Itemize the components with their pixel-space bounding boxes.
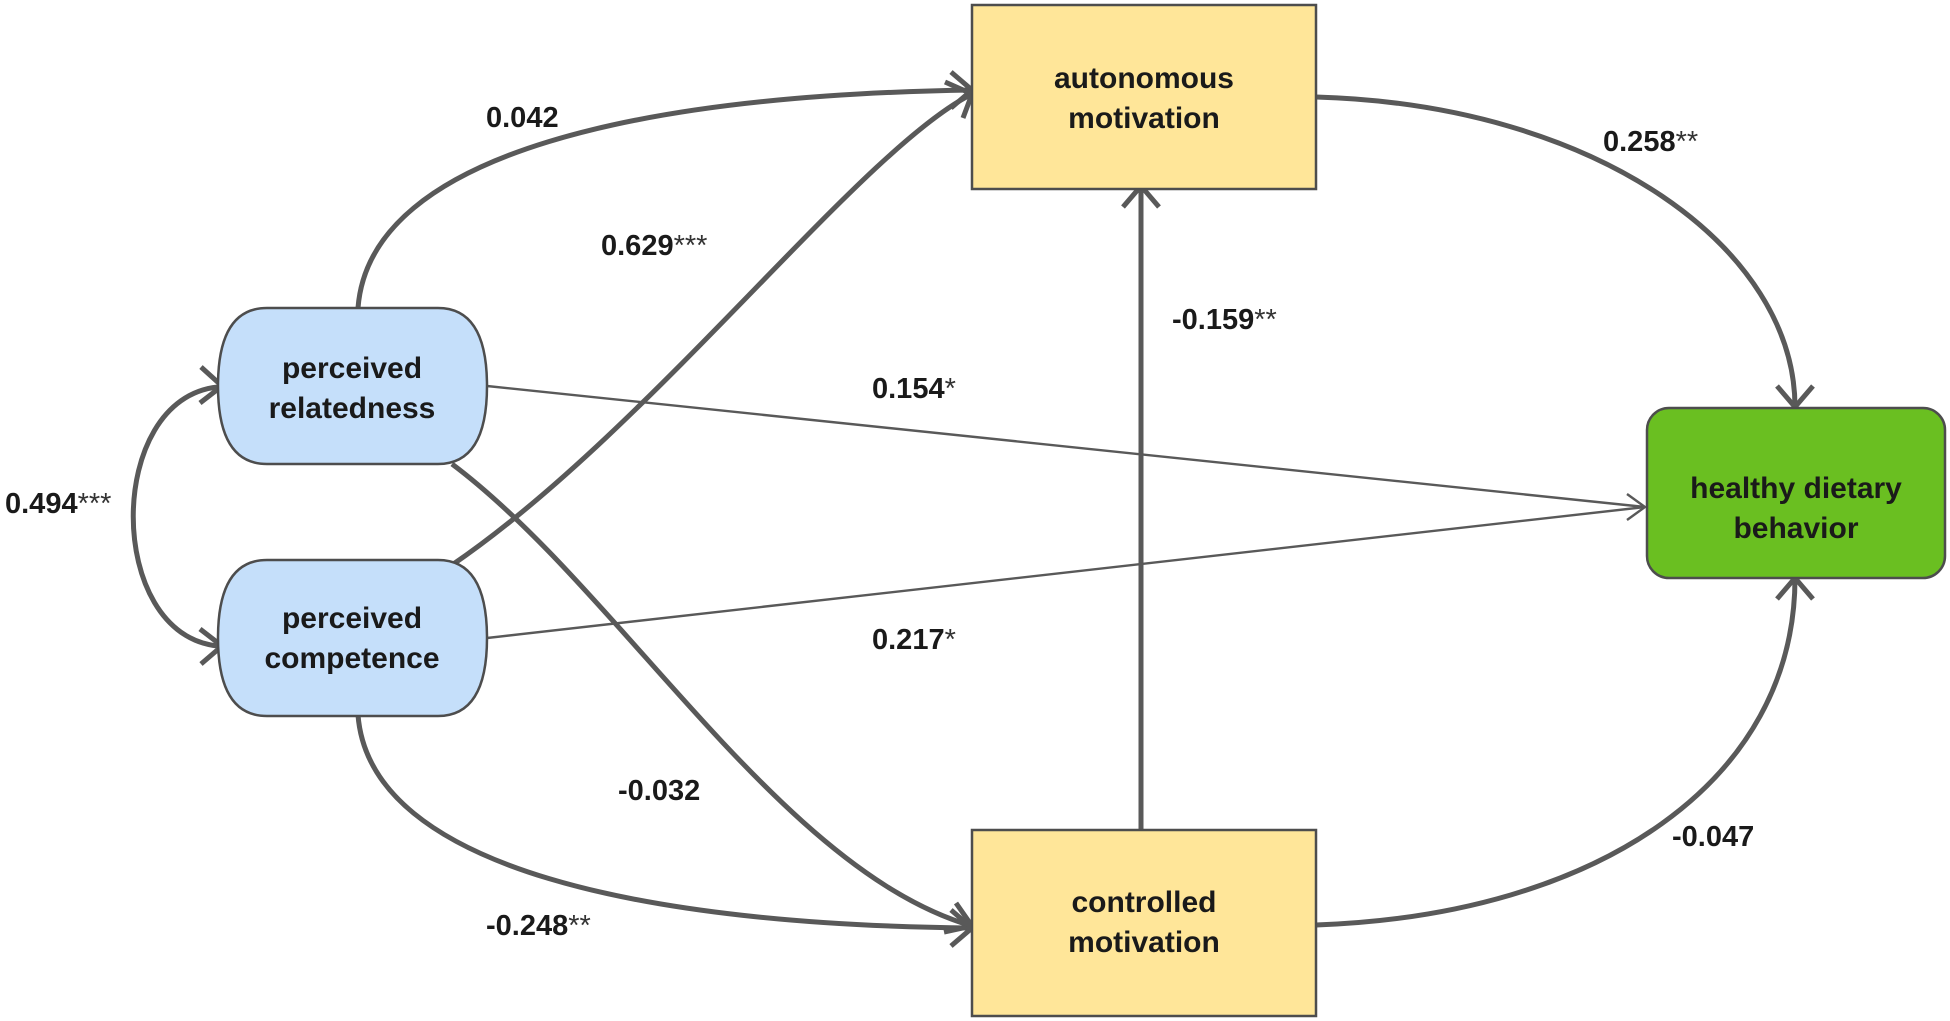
node-autonomous-motivation: autonomous motivation (970, 3, 1318, 191)
node-shape-autonomous-motivation (970, 3, 1318, 191)
path-controlled-to-healthy (1315, 577, 1798, 928)
coef-sig: ** (1254, 304, 1277, 336)
path-competence-to-autonomous (450, 91, 974, 568)
path-relatedness-to-autonomous (355, 87, 973, 309)
coef-sig: ** (568, 910, 591, 942)
covariance-arc (130, 384, 219, 649)
coef-sig: * (945, 373, 956, 405)
coef-competence-to-autonomous: 0.629*** (601, 230, 707, 262)
node-label-line1: perceived (282, 602, 422, 635)
node-healthy-dietary-behavior: healthy dietary behavior (1645, 406, 1947, 580)
coef-value: 0.154 (872, 373, 945, 405)
coef-relatedness-competence-covariance: 0.494*** (5, 488, 111, 520)
node-shape-perceived-relatedness (216, 306, 489, 466)
node-shape-controlled-motivation (970, 828, 1318, 1018)
coef-value: 0.258 (1603, 126, 1676, 158)
node-label-line2: behavior (1733, 512, 1858, 545)
node-perceived-relatedness: perceived relatedness (216, 306, 489, 466)
coef-controlled-to-autonomous: -0.159** (1172, 304, 1277, 336)
path-coefficients: 0.494*** 0.042 0.629*** -0.159** 0.154* … (5, 102, 1754, 942)
coef-value: 0.042 (486, 102, 559, 134)
coef-value: -0.047 (1672, 821, 1754, 853)
coef-sig: ** (1676, 126, 1699, 158)
coef-value: -0.159 (1172, 304, 1254, 336)
path-relatedness-to-controlled (450, 462, 973, 929)
coef-controlled-to-healthy: -0.047 (1672, 821, 1754, 853)
path-autonomous-to-healthy (1315, 94, 1798, 408)
coef-value: 0.494 (5, 488, 78, 520)
node-controlled-motivation: controlled motivation (970, 828, 1318, 1018)
node-label-line2: motivation (1068, 926, 1220, 959)
coef-sig: *** (674, 230, 708, 262)
coef-relatedness-to-autonomous: 0.042 (486, 102, 559, 134)
coef-value: -0.248 (486, 910, 568, 942)
path-relatedness-to-healthy (486, 384, 1646, 509)
coef-value: -0.032 (618, 775, 700, 807)
coef-value: 0.217 (872, 624, 945, 656)
coef-relatedness-to-controlled: -0.032 (618, 775, 700, 807)
node-label-line2: motivation (1068, 102, 1220, 135)
node-label-line1: healthy dietary (1690, 472, 1902, 505)
path-lines (130, 70, 1815, 948)
node-label-line2: competence (264, 642, 439, 675)
path-competence-to-healthy (486, 505, 1646, 640)
coef-relatedness-to-healthy: 0.154* (872, 373, 956, 405)
node-label-line1: controlled (1071, 886, 1216, 919)
arrowhead-to-healthy-thin (1626, 493, 1648, 521)
coef-sig: *** (78, 488, 112, 520)
coef-competence-to-controlled: -0.248** (486, 910, 591, 942)
coef-competence-to-healthy: 0.217* (872, 624, 956, 656)
path-competence-to-controlled (355, 714, 973, 931)
coef-autonomous-to-healthy: 0.258** (1603, 126, 1698, 158)
coef-sig: * (945, 624, 956, 656)
node-perceived-competence: perceived competence (216, 558, 489, 718)
node-label-line1: perceived (282, 352, 422, 385)
node-shape-perceived-competence (216, 558, 489, 718)
node-label-line1: autonomous (1054, 62, 1234, 95)
node-shape-healthy-dietary-behavior (1645, 406, 1947, 580)
coef-value: 0.629 (601, 230, 674, 262)
node-label-line2: relatedness (269, 392, 436, 425)
